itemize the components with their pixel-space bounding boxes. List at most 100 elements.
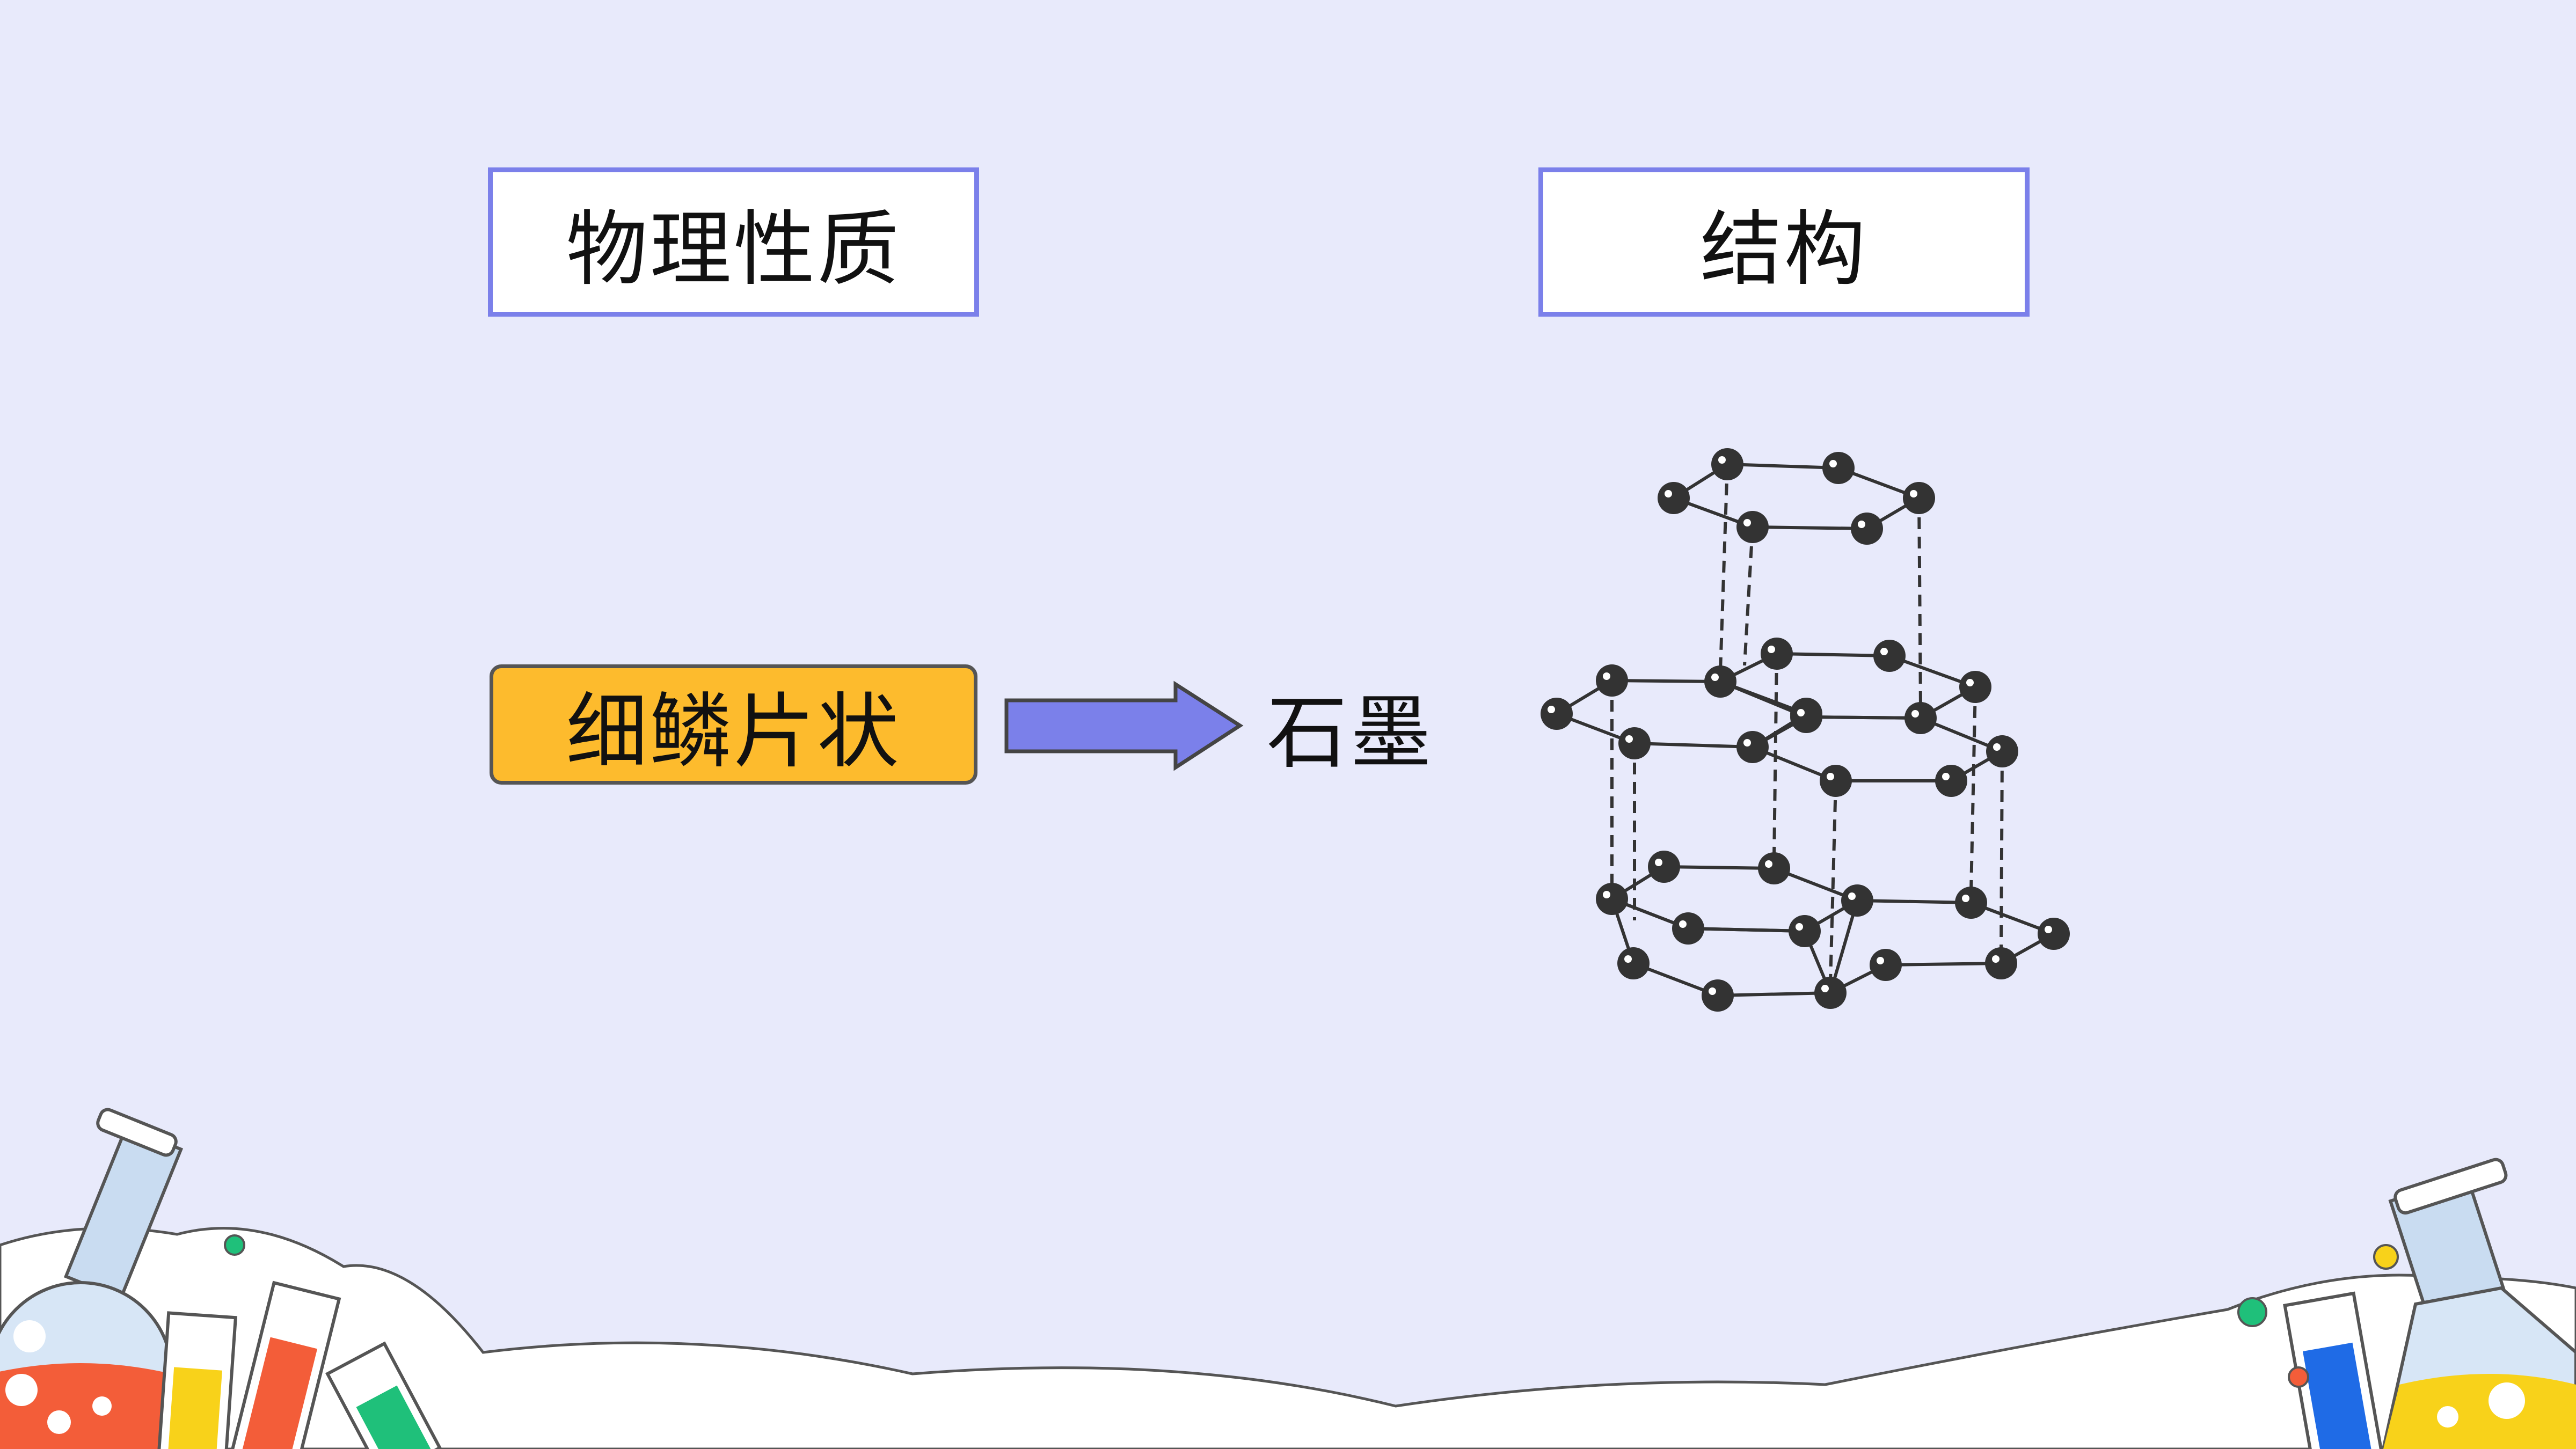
atom-highlight xyxy=(1821,985,1829,992)
atom-highlight xyxy=(1877,957,1884,964)
carbon-atom xyxy=(1761,638,1793,670)
carbon-atom xyxy=(1596,883,1628,915)
carbon-atom xyxy=(1790,701,1822,733)
atom-highlight xyxy=(1603,672,1610,680)
lab-flask-icon xyxy=(0,1108,184,1449)
interlayer-dashed-line xyxy=(1999,751,2004,953)
atom-highlight xyxy=(1765,860,1772,868)
graphite-label-text: 石墨 xyxy=(1267,686,1435,780)
bond-line xyxy=(1717,991,1831,997)
carbon-atom xyxy=(1959,671,1991,703)
interlayer-dashed-line xyxy=(1969,686,1977,892)
bond-line xyxy=(1806,715,1921,720)
lab-flask-icon xyxy=(2381,1158,2576,1449)
carbon-atom xyxy=(1596,664,1628,697)
carbon-atom xyxy=(1758,852,1790,884)
carbon-atom xyxy=(2038,918,2070,950)
carbon-atom xyxy=(1822,452,1855,484)
atom-highlight xyxy=(1880,648,1888,655)
atom-highlight xyxy=(1665,490,1672,497)
property-text: 细鳞片状 xyxy=(566,684,901,779)
carbon-atom xyxy=(1541,698,1573,730)
bubble-icon xyxy=(2237,1297,2267,1327)
interlayer-dashed-line xyxy=(1829,780,1837,983)
atom-highlight xyxy=(1548,706,1555,713)
carbon-atom xyxy=(1935,765,1967,797)
bond-line xyxy=(1611,679,1721,683)
test-tube-icon xyxy=(157,1280,442,1449)
cloud-band xyxy=(0,1227,2576,1449)
physical-property-title: 物理性质 xyxy=(488,167,979,317)
bubble-icon xyxy=(2373,1244,2399,1270)
atom-highlight xyxy=(1625,735,1633,743)
carbon-atom xyxy=(1986,735,2018,767)
atom-highlight xyxy=(1962,895,1969,902)
atom-highlight xyxy=(1993,743,2001,751)
bond-line xyxy=(1688,927,1805,933)
atom-highlight xyxy=(1942,773,1950,780)
carbon-atom xyxy=(1789,915,1821,947)
property-box: 细鳞片状 xyxy=(490,664,977,785)
atom-highlight xyxy=(1910,490,1917,497)
carbon-atom xyxy=(1618,727,1651,759)
bond-line xyxy=(1776,652,1890,657)
atom-highlight xyxy=(1966,679,1974,686)
carbon-atom xyxy=(1814,977,1847,1009)
bubble-icon xyxy=(224,1234,245,1256)
atom-highlight xyxy=(1711,674,1719,681)
atom-highlight xyxy=(1743,519,1751,526)
bond-line xyxy=(1727,463,1839,470)
bond-line xyxy=(1663,865,1775,870)
bond-line xyxy=(1857,899,1972,904)
carbon-atom xyxy=(1736,511,1769,543)
carbon-atom xyxy=(1648,851,1680,883)
carbon-atom xyxy=(1841,884,1873,917)
atom-highlight xyxy=(1709,987,1716,995)
atom-highlight xyxy=(2045,926,2052,933)
test-tube-icon xyxy=(2283,1291,2384,1449)
carbon-atom xyxy=(1617,947,1650,979)
atom-highlight xyxy=(1858,521,1865,528)
carbon-atom xyxy=(1851,513,1883,545)
atom-highlight xyxy=(1796,923,1803,931)
bond-line xyxy=(1752,525,1867,530)
structure-title: 结构 xyxy=(1538,167,2030,317)
carbon-atom xyxy=(1873,640,1906,672)
interlayer-dashed-line xyxy=(1772,653,1778,859)
carbon-atom xyxy=(1870,949,1902,981)
carbon-atom xyxy=(1672,912,1704,945)
carbon-atom xyxy=(1820,765,1852,797)
atom-highlight xyxy=(1655,859,1662,866)
carbon-atom xyxy=(1955,887,1987,919)
graphite-label: 石墨 xyxy=(1267,677,1434,780)
interlayer-dashed-line xyxy=(1743,526,1754,666)
atom-highlight xyxy=(1768,646,1775,653)
carbon-atom xyxy=(1658,482,1690,514)
interlayer-dashed-line xyxy=(1719,464,1729,671)
carbon-atom xyxy=(1704,665,1736,698)
atom-highlight xyxy=(1603,891,1610,898)
carbon-atom xyxy=(1711,448,1743,480)
atom-highlight xyxy=(1829,460,1837,467)
atom-highlight xyxy=(1992,955,1999,963)
structure-title-text: 结构 xyxy=(1700,202,1868,297)
atom-highlight xyxy=(1848,892,1856,900)
atom-highlight xyxy=(1743,739,1751,747)
carbon-atom xyxy=(1985,947,2017,979)
interlayer-dashed-line xyxy=(1917,497,1922,709)
physical-property-title-text: 物理性质 xyxy=(566,202,901,297)
atom-highlight xyxy=(1679,920,1687,928)
atom-highlight xyxy=(1624,955,1632,963)
bubble-icon xyxy=(2288,1366,2309,1388)
carbon-atom xyxy=(1903,482,1935,514)
bond-line xyxy=(1634,742,1753,749)
atom-highlight xyxy=(1718,456,1726,464)
carbon-atom xyxy=(1736,731,1769,763)
carbon-atom xyxy=(1702,979,1734,1012)
carbon-atom xyxy=(1904,702,1937,734)
atom-highlight xyxy=(1911,710,1919,718)
bond-line xyxy=(1885,962,2002,967)
